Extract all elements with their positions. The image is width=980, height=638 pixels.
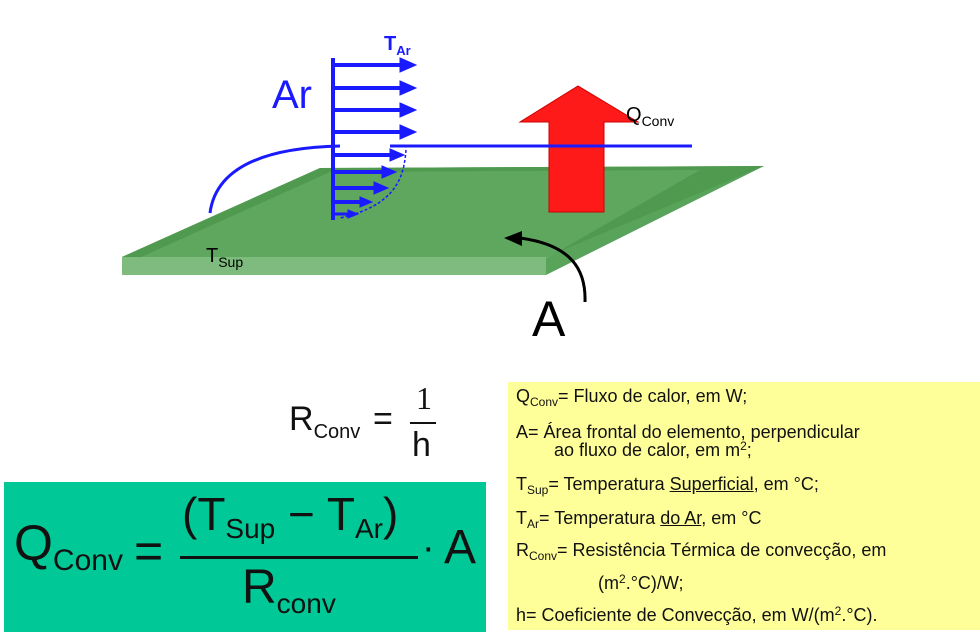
qconv-close: ) (382, 488, 399, 540)
legend-tar-sub: Ar (527, 517, 539, 531)
t-air-main: T (384, 33, 396, 55)
legend-h-text: h= Coeficiente de Convecção, em W/(m (516, 605, 835, 625)
legend-h: h= Coeficiente de Convecção, em W/(m2.°C… (516, 604, 878, 626)
rconv-equals: = (373, 400, 393, 438)
legend-q: QConv= Fluxo de calor, em W; (516, 386, 747, 409)
velocity-arrows-free-stream (333, 57, 418, 140)
qconv-denominator: Rconv (242, 560, 336, 620)
legend-tsup-sub: Sup (527, 483, 549, 497)
convection-diagram: Ar TAr QConv TSup A (122, 33, 764, 347)
qconv-denom-sub: conv (276, 588, 336, 619)
legend-h-end: .°C). (841, 605, 878, 625)
rconv-lhs-sub: Conv (313, 421, 361, 443)
qconv-minus: − T (275, 488, 355, 540)
legend-a-line1: A= Área frontal do elemento, perpendicul… (516, 422, 860, 442)
qconv-open: (T (182, 488, 226, 540)
variable-legend: QConv= Fluxo de calor, em W; A= Área fro… (508, 382, 980, 630)
area-label: A (532, 291, 566, 347)
qconv-ar-sub: Ar (354, 513, 383, 544)
legend-tar: TAr= Temperatura do Ar, em °C (516, 508, 762, 531)
qconv-lhs: QConv (14, 514, 123, 578)
velocity-arrows-boundary (333, 148, 406, 219)
rconv-formula: RConv = 1 h (285, 380, 445, 467)
qconv-lhs-sub: Conv (52, 544, 123, 577)
q-conv-main: Q (626, 104, 642, 126)
t-sup-label: TSup (206, 245, 243, 270)
rconv-lhs: RConv (289, 400, 360, 444)
legend-q-text: = Fluxo de calor, em W; (558, 386, 748, 406)
legend-r-unit2: .°C)/W; (625, 573, 684, 593)
legend-tar-underlined: do Ar (660, 508, 702, 528)
legend-a-sup: 2 (740, 439, 747, 453)
legend-tsup-underlined: Superficial (669, 474, 754, 494)
legend-a-text2: ao fluxo de calor, em m (554, 440, 741, 460)
legend-r-unit: (m2.°C)/W; (598, 572, 684, 594)
qconv-equals: = (134, 523, 164, 579)
rconv-lhs-main: R (289, 400, 314, 438)
air-label: Ar (272, 73, 312, 117)
legend-tar-text: = Temperatura (539, 508, 661, 528)
velocity-profile (339, 149, 407, 219)
rconv-numerator: 1 (416, 380, 432, 416)
rconv-denominator: h (412, 426, 431, 464)
q-conv-sub: Conv (642, 113, 675, 129)
legend-q-main: Q (516, 386, 531, 406)
legend-a-line2: ao fluxo de calor, em m2; (554, 439, 752, 461)
legend-r-main: R (516, 540, 529, 560)
legend-tsup: TSup= Temperatura Superficial, em °C; (516, 474, 819, 497)
t-sup-main: T (206, 245, 218, 267)
legend-r-text: = Resistência Térmica de convecção, em (557, 540, 887, 560)
rconv-fraction-bar (410, 422, 436, 424)
qconv-sup-sub: Sup (225, 513, 276, 544)
area-pointer-arrow (504, 231, 587, 303)
legend-a-end: ; (746, 440, 752, 460)
legend-tar-main: T (516, 508, 527, 528)
qconv-numerator: (TSup − TAr) (182, 487, 398, 545)
boundary-curve (208, 144, 341, 214)
t-air-label: TAr (384, 33, 411, 58)
legend-r-unit1: (m (598, 573, 619, 593)
qconv-dot: · (422, 527, 435, 569)
legend-q-sub: Conv (530, 395, 559, 409)
q-conv-label: QConv (626, 104, 674, 129)
legend-r-sub: Conv (529, 549, 558, 563)
legend-tsup-main: T (516, 474, 527, 494)
qconv-area: A (444, 521, 477, 574)
legend-r-unit-sup: 2 (619, 572, 626, 586)
legend-h-sup: 2 (834, 604, 842, 618)
t-sup-sub: Sup (218, 254, 243, 270)
legend-tsup-text: = Temperatura (548, 474, 670, 494)
qconv-lhs-main: Q (14, 515, 53, 571)
qconv-fraction-bar (180, 556, 418, 559)
heat-flux-arrow (518, 85, 640, 213)
legend-tar-end: , em °C (701, 508, 762, 528)
legend-tsup-end: , em °C; (753, 474, 819, 494)
legend-r: RConv= Resistência Térmica de convecção,… (516, 540, 886, 563)
qconv-formula-box: QConv = (TSup − TAr) Rconv · A (4, 482, 486, 632)
t-air-sub: Ar (396, 43, 410, 58)
qconv-denom-main: R (242, 561, 277, 614)
